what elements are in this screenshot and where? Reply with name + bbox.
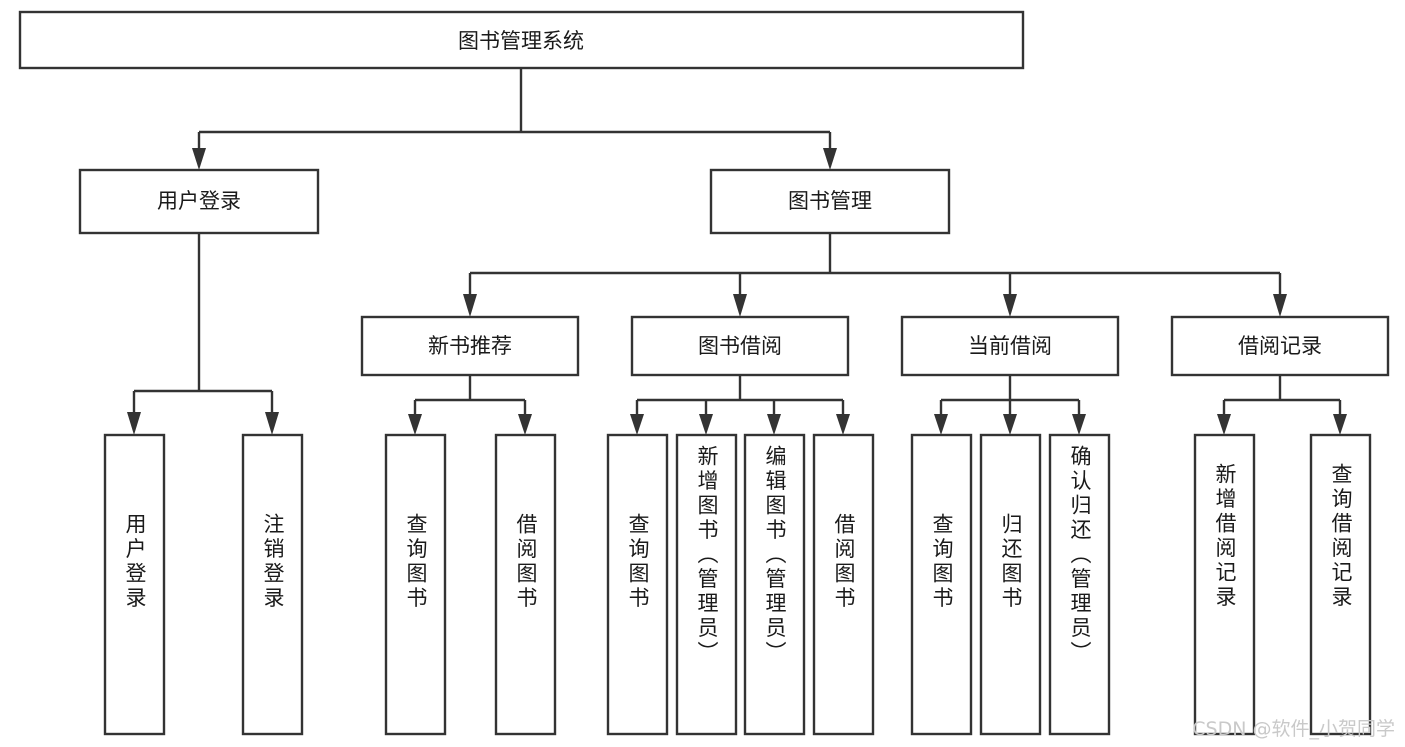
node-user-login-label: 用户登录 <box>157 189 241 213</box>
leaf-box-query-book-b[interactable] <box>606 433 669 736</box>
connector-group-new-book <box>408 375 532 435</box>
arrow-head-new-book <box>463 294 477 317</box>
leaf-group-borrow-record <box>1193 433 1372 736</box>
leaf-group-current-borrow <box>910 433 1111 736</box>
arrow-head-book-mgmt <box>823 148 837 170</box>
node-current-borrow-box[interactable] <box>900 315 1120 377</box>
leaf-box-edit-book[interactable] <box>743 433 806 736</box>
node-book-management[interactable]: 图书管理 <box>709 168 951 235</box>
arrow-head-user-login <box>192 148 206 170</box>
node-current-borrow-label: 当前借阅 <box>968 334 1052 358</box>
node-book-borrow-label: 图书借阅 <box>698 334 782 358</box>
leaf-box-borrow-book-a[interactable] <box>494 433 557 736</box>
leaf-box-return-book[interactable] <box>979 433 1042 736</box>
arrow-head-book-borrow <box>733 294 747 317</box>
leaf-box-user-login[interactable] <box>103 433 166 736</box>
connector-group-root <box>192 68 837 170</box>
node-new-book-recommend-box[interactable] <box>360 315 580 377</box>
leaf-box-query-book-a[interactable] <box>384 433 447 736</box>
node-borrow-record[interactable]: 借阅记录 <box>1170 315 1390 377</box>
arrow-head-leaf-add-book <box>699 414 713 435</box>
node-book-management-label: 图书管理 <box>788 189 872 213</box>
arrow-head-borrow-record <box>1273 294 1287 317</box>
connector-group-book-borrow <box>630 375 850 435</box>
node-borrow-record-box[interactable] <box>1170 315 1390 377</box>
node-root-label: 图书管理系统 <box>458 29 584 53</box>
arrow-head-leaf-borrow-book-b <box>836 414 850 435</box>
leaf-box-add-record[interactable] <box>1193 433 1256 736</box>
node-book-borrow[interactable]: 图书借阅 <box>630 315 850 377</box>
arrow-head-leaf-user-login <box>127 412 141 435</box>
leaf-group-book-borrow <box>606 433 875 736</box>
leaf-group-user-login <box>103 433 304 736</box>
arrow-head-leaf-add-record <box>1217 414 1231 435</box>
node-root[interactable]: 图书管理系统 <box>18 10 1025 70</box>
leaf-box-logout[interactable] <box>241 433 304 736</box>
node-current-borrow[interactable]: 当前借阅 <box>900 315 1120 377</box>
node-book-borrow-box[interactable] <box>630 315 850 377</box>
arrow-head-leaf-confirm-return <box>1072 414 1086 435</box>
node-book-management-box[interactable] <box>709 168 951 235</box>
leaf-box-borrow-book-b[interactable] <box>812 433 875 736</box>
leaf-group-new-book-recommend <box>384 433 557 736</box>
arrow-head-leaf-borrow-book-a <box>518 414 532 435</box>
node-user-login[interactable]: 用户登录 <box>78 168 320 235</box>
connector-group-borrow-record <box>1217 375 1347 435</box>
leaf-box-query-record[interactable] <box>1309 433 1372 736</box>
node-root-box[interactable] <box>18 10 1025 70</box>
arrow-head-leaf-query-book-c <box>934 414 948 435</box>
connector-group-user-login <box>127 233 279 435</box>
node-user-login-box[interactable] <box>78 168 320 235</box>
arrow-head-current-borrow <box>1003 294 1017 317</box>
connector-group-current-borrow <box>934 375 1086 435</box>
node-new-book-recommend-label: 新书推荐 <box>428 334 512 358</box>
arrow-head-leaf-query-record <box>1333 414 1347 435</box>
node-new-book-recommend[interactable]: 新书推荐 <box>360 315 580 377</box>
arrow-head-leaf-logout <box>265 412 279 435</box>
arrow-head-leaf-return-book <box>1003 414 1017 435</box>
arrow-head-leaf-query-book-a <box>408 414 422 435</box>
arrow-head-leaf-query-book-b <box>630 414 644 435</box>
arrow-head-leaf-edit-book <box>767 414 781 435</box>
leaf-box-add-book[interactable] <box>675 433 738 736</box>
leaf-box-query-book-c[interactable] <box>910 433 973 736</box>
leaf-box-confirm-return[interactable] <box>1048 433 1111 736</box>
connector-group-book-mgmt <box>463 233 1287 317</box>
node-borrow-record-label: 借阅记录 <box>1238 334 1322 358</box>
